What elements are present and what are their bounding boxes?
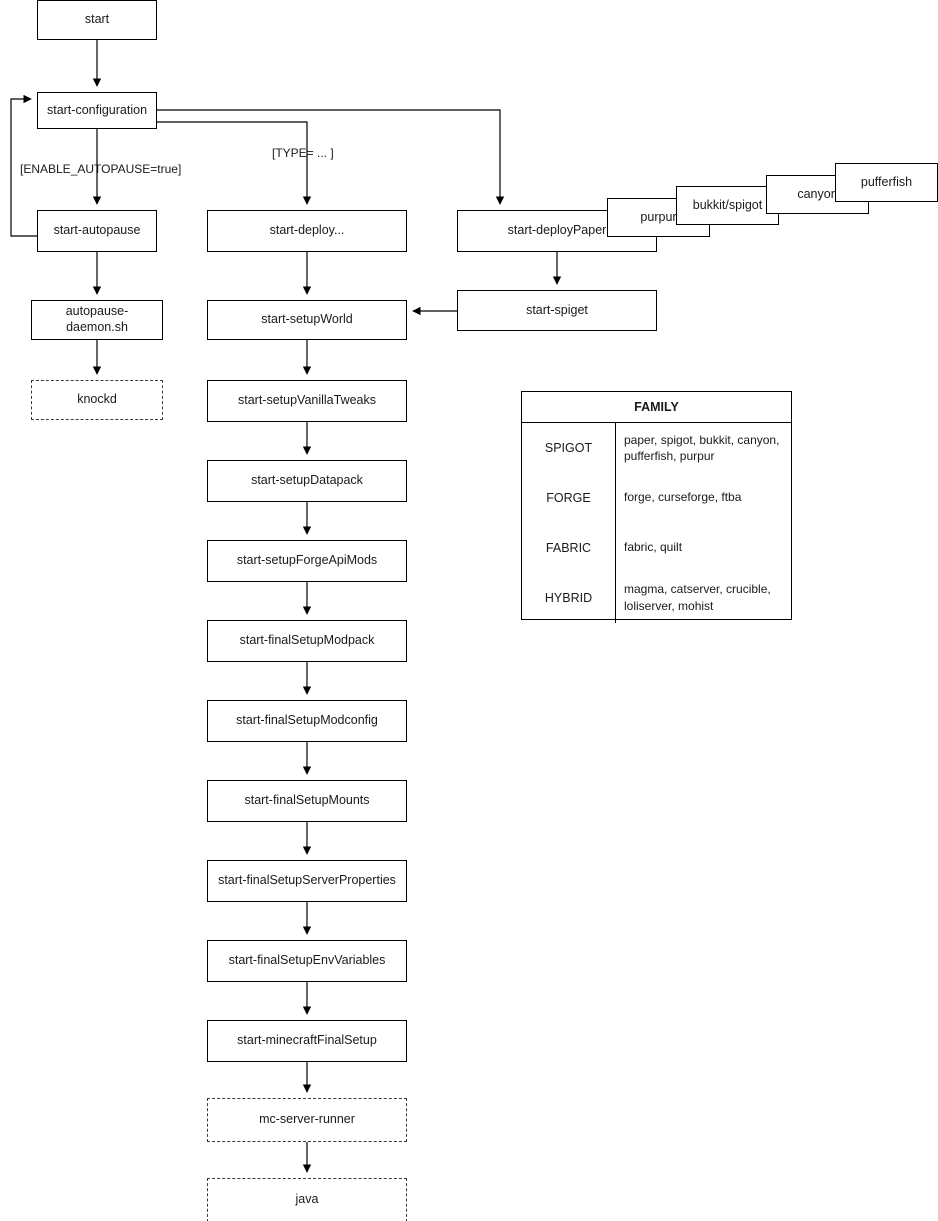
node-label: start-configuration [46,102,148,117]
node-start-finalsetupenvvariables[interactable]: start-finalSetupEnvVariables [207,940,407,982]
node-start[interactable]: start [37,0,157,40]
family-row-spigot: SPIGOT paper, spigot, bukkit, canyon, pu… [522,422,791,473]
family-key: FABRIC [522,522,616,573]
node-start-autopause[interactable]: start-autopause [37,210,157,252]
family-key: HYBRID [522,572,616,623]
node-label: start-finalSetupModconfig [236,713,378,728]
node-label: start-setupForgeApiMods [236,553,378,568]
node-label: start-setupDatapack [251,473,363,488]
node-label: bukkit/spigot [692,197,763,212]
node-label: mc-server-runner [259,1112,355,1127]
node-label: start-setupWorld [261,312,353,327]
node-label: autopause-daemon.sh [65,304,129,334]
family-key: FORGE [522,472,616,523]
node-java[interactable]: java [207,1178,407,1221]
node-label: knockd [77,392,117,407]
node-knockd[interactable]: knockd [31,380,163,420]
family-table-header: FAMILY [522,392,791,423]
node-start-finalsetupmodpack[interactable]: start-finalSetupModpack [207,620,407,662]
family-value: forge, curseforge, ftba [624,490,742,505]
node-pufferfish[interactable]: pufferfish [835,163,938,202]
node-label: start-autopause [53,223,141,238]
node-start-setupvanillatweaks[interactable]: start-setupVanillaTweaks [207,380,407,422]
node-start-deploy[interactable]: start-deploy... [207,210,407,252]
node-label: start-finalSetupServerProperties [218,873,396,888]
node-label: start-finalSetupModpack [239,633,375,648]
node-label: pufferfish [860,174,913,189]
node-label: start-finalSetupEnvVariables [228,953,386,968]
node-mc-server-runner[interactable]: mc-server-runner [207,1098,407,1142]
node-start-setupforgeapimods[interactable]: start-setupForgeApiMods [207,540,407,582]
node-start-setupdatapack[interactable]: start-setupDatapack [207,460,407,502]
family-value: magma, catserver, crucible, loliserver, … [624,582,771,613]
node-start-finalsetupmodconfig[interactable]: start-finalSetupModconfig [207,700,407,742]
node-label: purpur [640,209,677,224]
node-label: canyon [797,186,838,201]
node-label: start-deploy... [269,223,345,238]
node-label: start-setupVanillaTweaks [237,393,377,408]
node-label: java [295,1192,319,1207]
family-value: fabric, quilt [624,540,683,555]
family-row-forge: FORGE forge, curseforge, ftba [522,472,791,523]
node-bukkit-spigot[interactable]: bukkit/spigot [676,186,779,225]
node-start-finalsetupserverproperties[interactable]: start-finalSetupServerProperties [207,860,407,902]
node-label: start-minecraftFinalSetup [237,1033,377,1048]
edge-label-enable-autopause: [ENABLE_AUTOPAUSE=true] [20,162,182,176]
node-start-minecraftfinalsetup[interactable]: start-minecraftFinalSetup [207,1020,407,1062]
node-label: start-finalSetupMounts [244,793,370,808]
node-start-spiget[interactable]: start-spiget [457,290,657,331]
node-start-configuration[interactable]: start-configuration [37,92,157,129]
family-legend-table: FAMILY SPIGOT paper, spigot, bukkit, can… [521,391,792,623]
family-key: SPIGOT [522,422,616,473]
edge-label-type: [TYPE= ... ] [272,146,334,160]
node-label: start [84,12,110,27]
family-value: paper, spigot, bukkit, canyon, pufferfis… [624,432,780,463]
node-start-setupworld[interactable]: start-setupWorld [207,300,407,340]
node-autopause-daemon[interactable]: autopause-daemon.sh [31,300,163,340]
node-label: start-spiget [526,302,588,317]
node-start-finalsetupmounts[interactable]: start-finalSetupMounts [207,780,407,822]
family-row-hybrid: HYBRID magma, catserver, crucible, lolis… [522,572,791,623]
node-label: start-deployPaper [507,223,607,238]
family-row-fabric: FABRIC fabric, quilt [522,522,791,573]
